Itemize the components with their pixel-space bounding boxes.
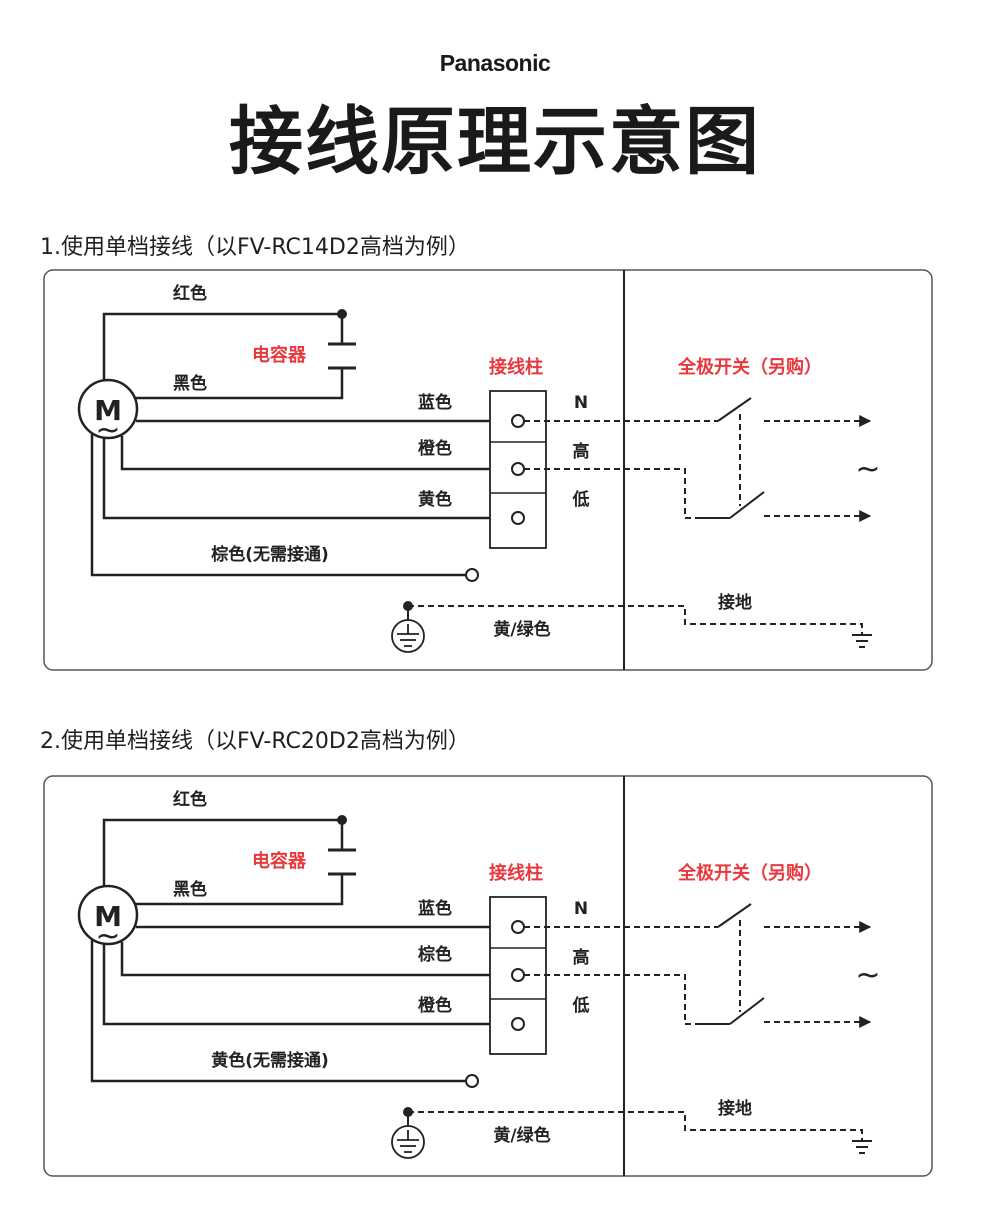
motor-symbol [77,378,139,440]
black-wire [130,368,344,400]
section-heading-1: 1.使用单档接线（以FV-RC14D2高档为例） [40,235,470,260]
dashed-line-high [524,974,698,1025]
ac-source-icon: ~ [855,958,880,993]
wire-high [120,436,511,471]
terminal-n [511,414,525,428]
label-capacitor: 电容器 [252,344,307,366]
motor-symbol [77,884,139,946]
label-wire-high: 橙色 [418,438,452,459]
label-terminal-block: 接线柱 [489,862,543,884]
terminal-high [511,462,525,476]
terminal-high [511,968,525,982]
ac-source-icon: ~ [855,452,880,487]
diagram-frame [43,775,933,1177]
switch-blade-bottom [729,997,765,1025]
wire-high [120,942,511,977]
label-red-wire: 红色 [173,789,207,810]
wire-unused [90,940,466,1083]
label-wire-high: 棕色 [418,944,452,965]
motor-ac-symbol: ~ [95,919,120,954]
terminal-n [511,920,525,934]
label-red-wire: 红色 [173,283,207,304]
wire-unused-end [465,1074,479,1088]
label-ground-wire: 黄/绿色 [493,619,550,640]
motor-label: M [94,394,122,427]
label-switch: 全极开关（另购） [677,862,822,884]
junction-dot [337,309,347,319]
label-terminal-high: 高 [573,441,590,462]
label-wire-unused: 黄色(无需接通) [211,1050,329,1071]
dashed-ground [408,605,863,634]
motor-label: M [94,900,122,933]
switch-blade-top [717,903,752,928]
terminal-low [511,511,525,525]
label-black-wire: 黑色 [173,879,207,900]
wire-low [102,944,511,1026]
dashed-line-high [524,468,698,519]
wiring-diagram-2: M ~ 红色 电容器 黑色 接线柱 蓝色 棕色 橙色 黄色(无需接通) 黄/绿色… [43,775,933,1177]
switch-blade-top [717,397,752,422]
terminal-low [511,1017,525,1031]
wiring-diagram-1: M ~ 红色 电容器 黑色 接线柱 蓝色 橙色 黄色 棕色(无需接通) 黄/绿色… [43,269,933,671]
label-ground-wire: 黄/绿色 [493,1125,550,1146]
ground-icon [391,619,425,653]
motor-ac-symbol: ~ [95,413,120,448]
label-terminal-low: 低 [572,489,590,510]
label-terminal-low: 低 [572,995,590,1016]
dashed-ground [408,1111,863,1140]
label-wire-n: 蓝色 [418,392,452,413]
label-wire-unused: 棕色(无需接通) [211,544,329,565]
ground-icon [391,1125,425,1159]
black-wire [130,874,344,906]
wire-low [102,438,511,520]
wire-unused-end [465,568,479,582]
switch-blade-bottom [729,491,765,519]
label-terminal-n: N [574,899,588,919]
label-wire-low: 橙色 [418,995,452,1016]
label-earth: 接地 [718,592,752,613]
label-terminal-n: N [574,393,588,413]
diagram-frame [43,269,933,671]
section-heading-2: 2.使用单档接线（以FV-RC20D2高档为例） [40,729,470,754]
label-terminal-high: 高 [573,947,590,968]
brand-logo: Panasonic [439,50,551,76]
label-black-wire: 黑色 [173,373,207,394]
label-earth: 接地 [718,1098,752,1119]
label-switch: 全极开关（另购） [677,356,822,378]
wire-unused [90,434,466,577]
label-capacitor: 电容器 [252,850,307,872]
label-wire-n: 蓝色 [418,898,452,919]
label-wire-low: 黄色 [418,489,452,510]
page-title: 接线原理示意图 [229,99,761,185]
red-wire [102,818,344,898]
junction-dot [337,815,347,825]
red-wire [102,312,344,392]
label-terminal-block: 接线柱 [489,356,543,378]
